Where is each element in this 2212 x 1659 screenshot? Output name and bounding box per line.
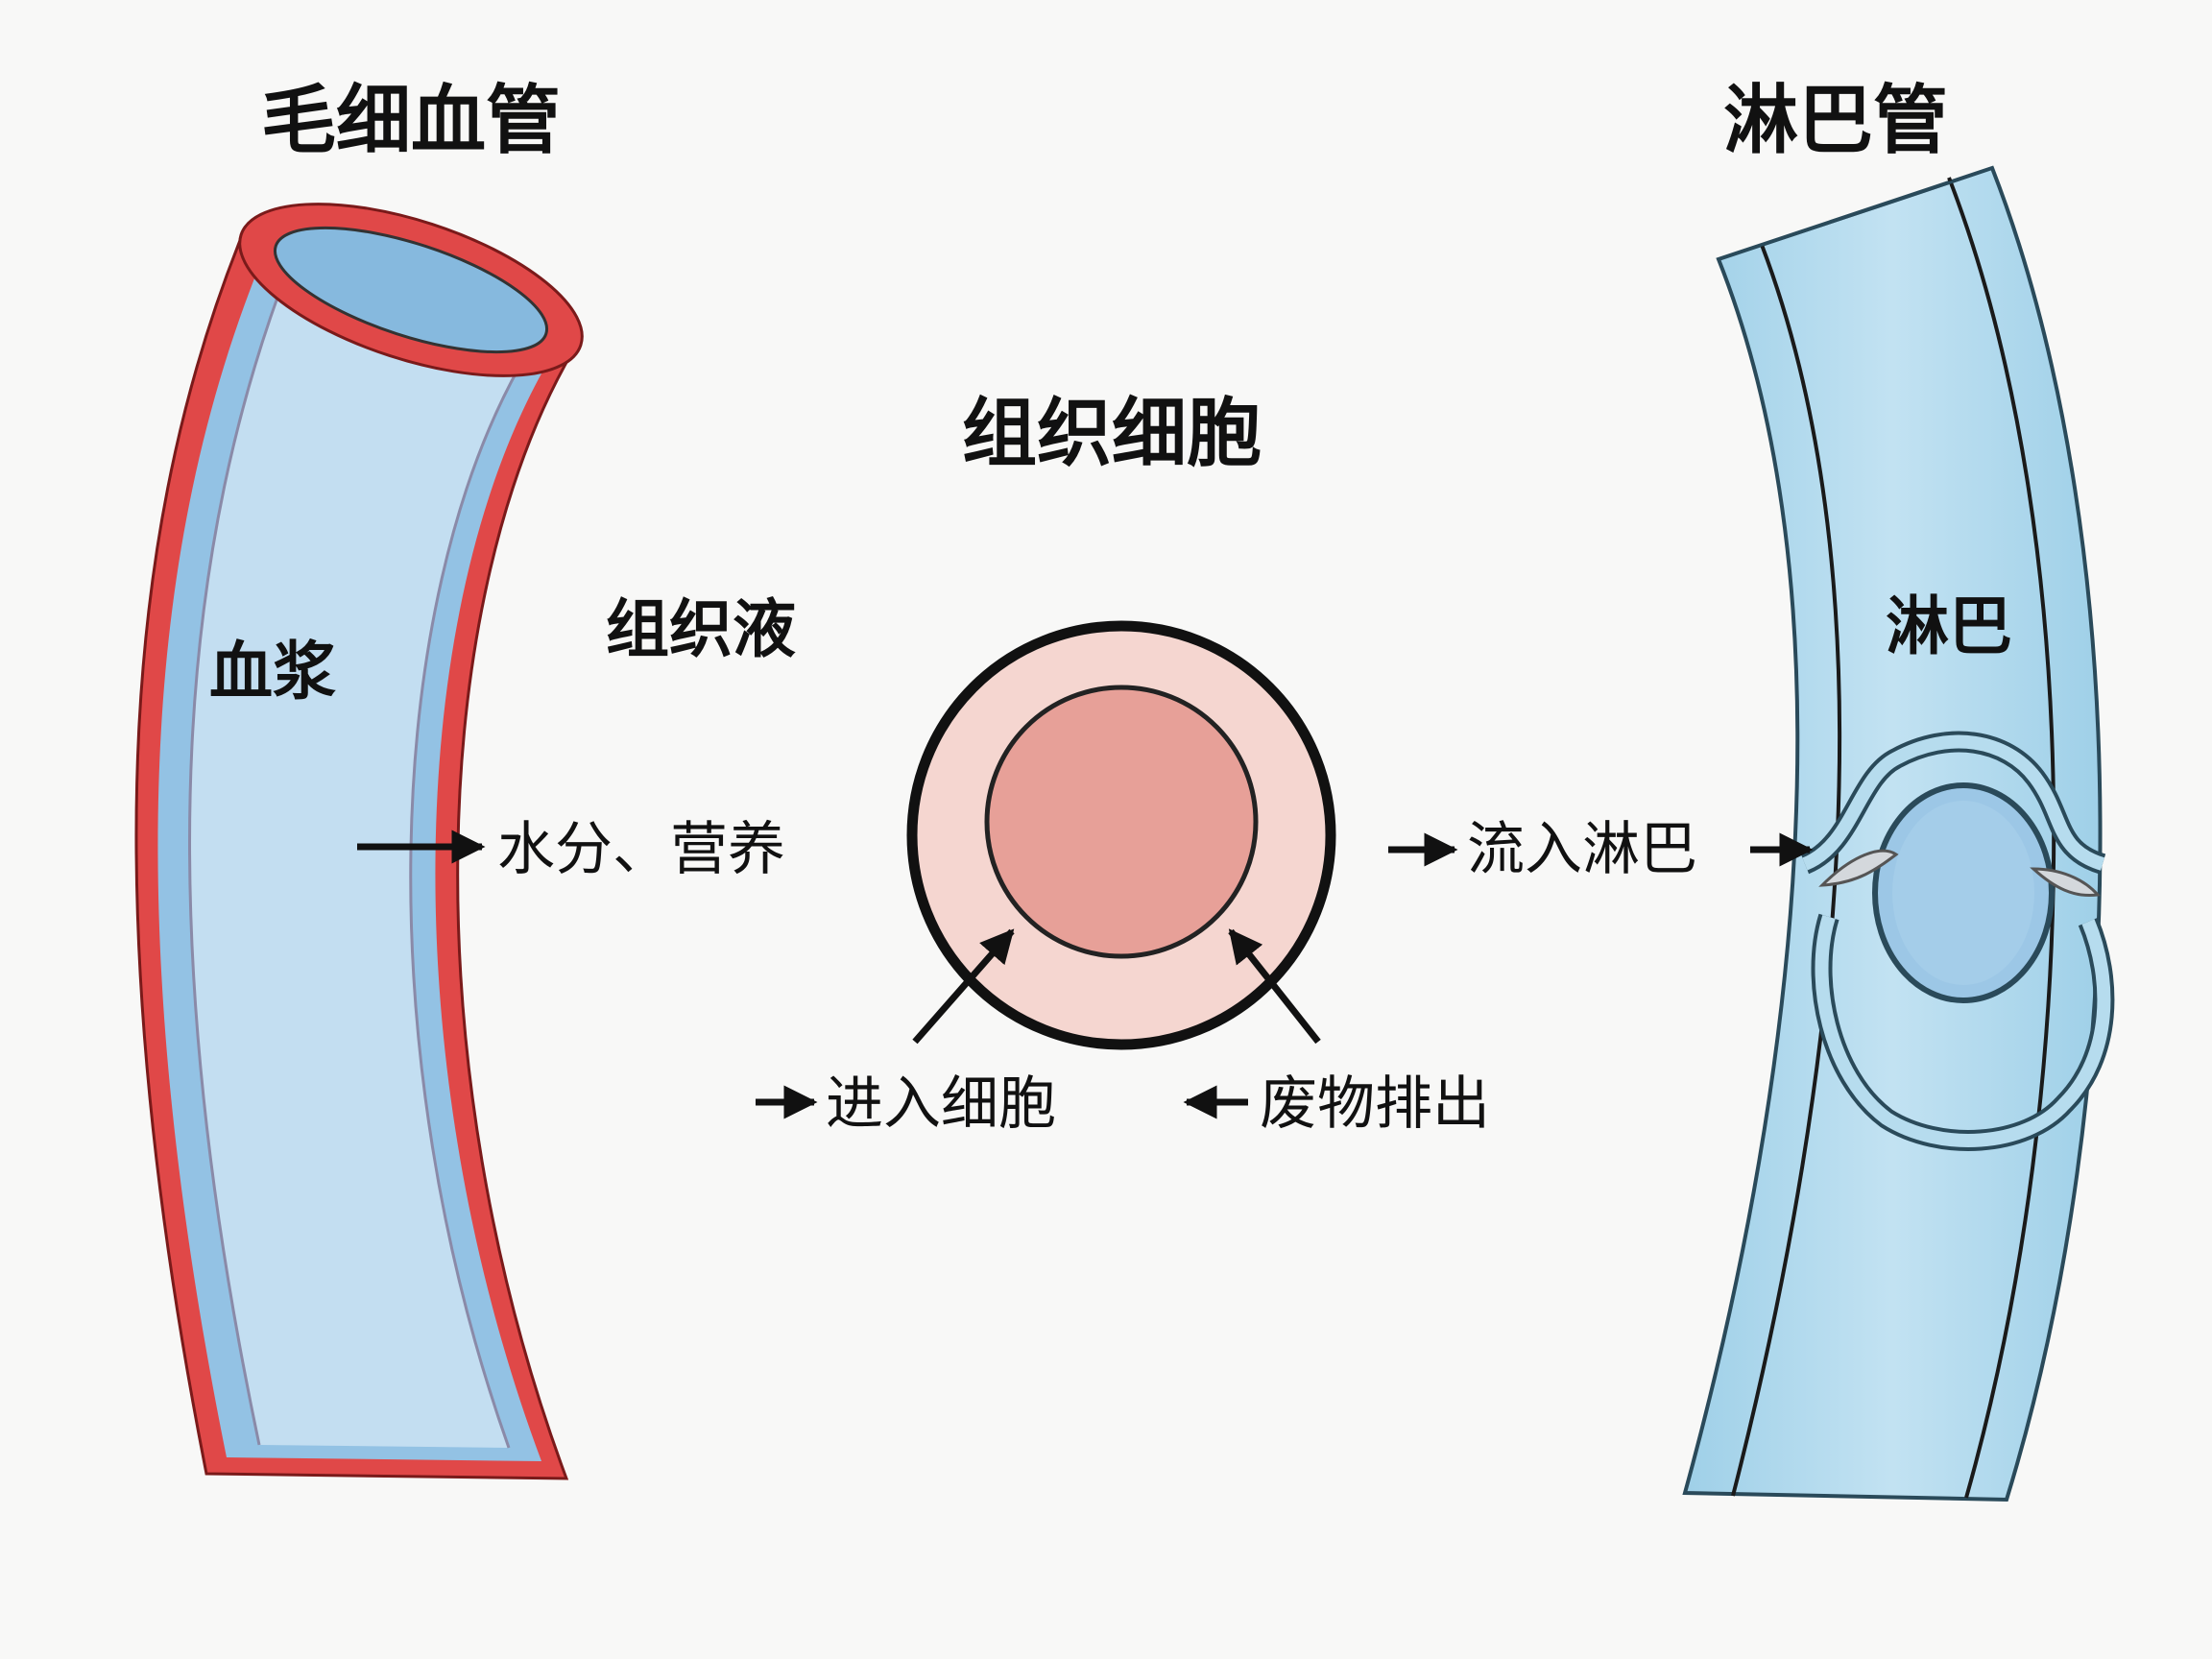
valve-outer-loop-fill (1815, 914, 2111, 1147)
capillary (134, 203, 584, 1480)
lymph-label: 淋巴 (1886, 589, 2012, 663)
cell-nucleus (984, 685, 1259, 959)
tissue-cell-title: 组织细胞 (962, 391, 1262, 477)
capillary-title: 毛细血管 (261, 78, 561, 164)
enter-cell-label: 进入细胞 (826, 1070, 1056, 1138)
valve-leaflet-left (1818, 849, 1899, 887)
waste-out-label: 废物排出 (1260, 1070, 1490, 1138)
flow-into-lymph-label: 流入淋巴 (1467, 816, 1697, 883)
capillary-lumen (189, 269, 523, 1448)
capillary-wall-line-left (187, 268, 290, 1446)
valve-center-inner (1892, 801, 2034, 985)
lymph-vessel (1682, 165, 2115, 1503)
tissue-fluid-label: 组织液 (606, 592, 796, 666)
valve-leaflet-right (2030, 867, 2102, 898)
lymph-vessel-title: 淋巴管 (1723, 78, 1948, 164)
arrow-diagonal-icon (1228, 928, 1321, 1045)
arrow-diagonal-icon (912, 928, 1015, 1045)
valve-flap-arc-fill (1801, 734, 2105, 871)
lymph-vessel-top (1718, 166, 1993, 261)
water-nutrients-label: 水分、营养 (497, 816, 785, 883)
capillary-opening (273, 226, 549, 354)
plasma-label: 血浆 (209, 635, 336, 709)
flow-arrows (357, 830, 1814, 1119)
lymph-valve (1800, 731, 2115, 1151)
tissue-cell (906, 620, 1336, 1050)
labels: 毛细血管 淋巴管 组织细胞 组织液 血浆 淋巴 水分、营养 流入淋巴 进入细胞 … (209, 78, 2012, 1138)
